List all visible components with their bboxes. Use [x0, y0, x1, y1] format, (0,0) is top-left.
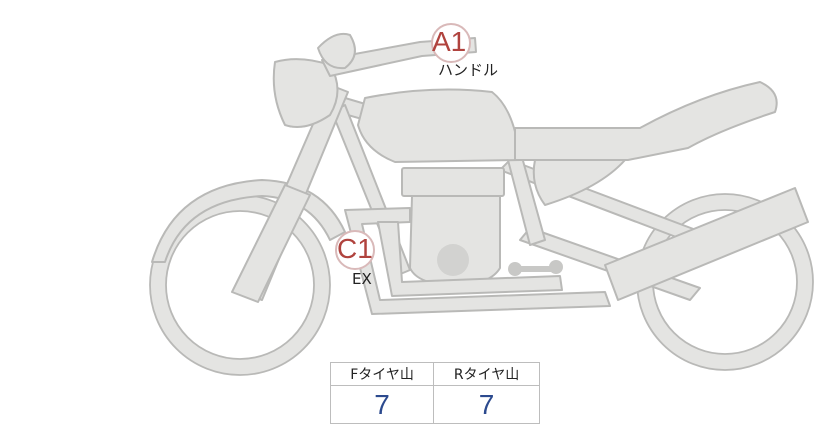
- footpeg: [508, 260, 563, 276]
- exhaust-pipe: [344, 207, 611, 315]
- marker-a1-label: ハンドル: [438, 61, 499, 79]
- tire-tread-table: Fタイヤ山 Rタイヤ山 7 7: [329, 361, 540, 424]
- marker-c1-label: EX: [352, 270, 372, 288]
- headlight: [272, 58, 339, 128]
- muffler: [604, 187, 809, 301]
- engine-cover: [437, 244, 469, 276]
- side-cover: [532, 159, 626, 206]
- marker-c1-circle: [335, 230, 375, 270]
- marker-c1-code: C1: [337, 233, 373, 264]
- engine-head: [401, 167, 505, 197]
- front-tire-tread-header: Fタイヤ山: [329, 361, 435, 387]
- exhaust-header: [377, 221, 563, 297]
- fork-lower: [231, 184, 311, 303]
- marker-a1-code: A1: [432, 26, 467, 57]
- front-tire-tread-value: 7: [329, 385, 435, 424]
- seat: [514, 81, 778, 161]
- marker-a1-circle: [431, 23, 471, 63]
- fuel-tank: [357, 88, 521, 163]
- rear-tire-tread-value: 7: [433, 385, 540, 424]
- rear-tire-tread-header: Rタイヤ山: [433, 361, 540, 387]
- mirror: [317, 32, 356, 70]
